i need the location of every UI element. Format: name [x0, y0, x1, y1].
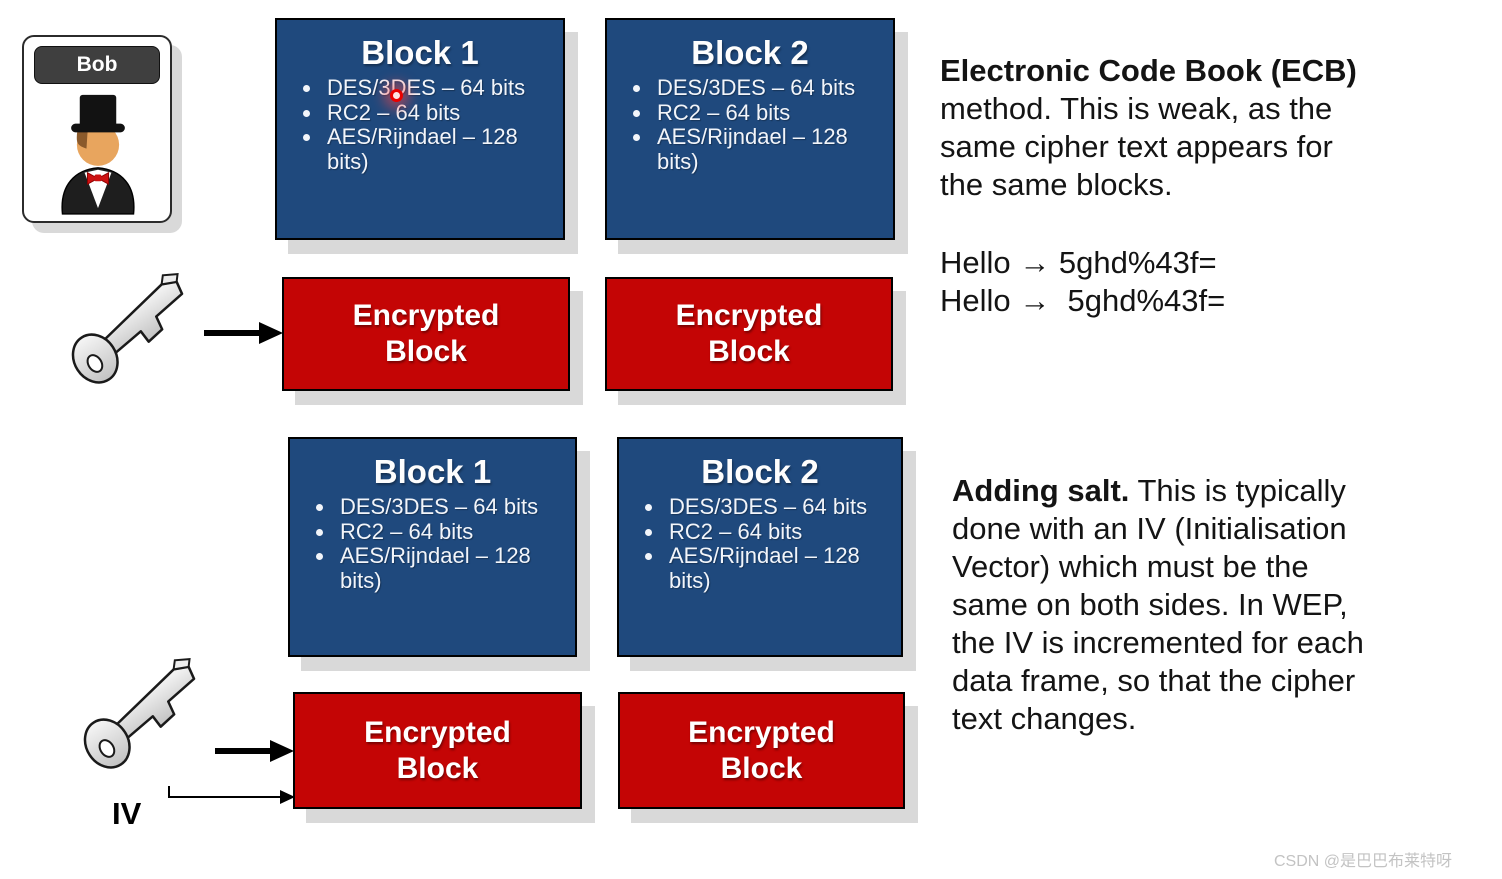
- iv-label: IV: [112, 796, 142, 831]
- encrypted-block-label: Encrypted Block: [364, 715, 511, 785]
- cipher-bullet-list: DES/3DES – 64 bits RC2 – 64 bits AES/Rij…: [619, 494, 901, 593]
- block-title: Block 1: [361, 34, 479, 71]
- bob-name-label: Bob: [34, 46, 160, 84]
- encrypted-block-3: Encrypted Block: [293, 692, 582, 809]
- encrypted-block-2: Encrypted Block: [605, 277, 893, 391]
- salt-line: same on both sides. In WEP,: [952, 587, 1348, 622]
- salt-line: the IV is incremented for each: [952, 625, 1364, 660]
- ecb-title: Electronic Code Book (ECB): [940, 53, 1357, 88]
- encrypted-block-4: Encrypted Block: [618, 692, 905, 809]
- bullet-item: RC2 – 64 bits: [336, 519, 569, 545]
- bullet-item: RC2 – 64 bits: [323, 100, 557, 126]
- block-title: Block 2: [691, 34, 809, 71]
- block2-top: Block 2 DES/3DES – 64 bits RC2 – 64 bits…: [605, 18, 895, 240]
- hello-line: Hello → 5ghd%43f=: [940, 283, 1226, 318]
- key-icon: [71, 272, 184, 384]
- block1-top: Block 1 DES/3DES – 64 bits RC2 – 64 bits…: [275, 18, 565, 240]
- bullet-item: DES/3DES – 64 bits: [323, 75, 557, 101]
- hello-example: Hello → 5ghd%43f= Hello → 5ghd%43f=: [940, 244, 1490, 320]
- block-title: Block 1: [373, 453, 492, 490]
- cipher-bullet-list: DES/3DES – 64 bits RC2 – 64 bits AES/Rij…: [277, 75, 563, 174]
- iv-connector-arrow: [168, 786, 295, 804]
- hello-line: Hello → 5ghd%43f=: [940, 245, 1217, 280]
- encrypted-block-label: Encrypted Block: [675, 299, 823, 368]
- bullet-item: RC2 – 64 bits: [665, 519, 895, 545]
- ecb-line: the same blocks.: [940, 167, 1173, 202]
- block2-bottom: Block 2 DES/3DES – 64 bits RC2 – 64 bits…: [617, 437, 903, 657]
- salt-paragraph: Adding salt. This is typically done with…: [952, 472, 1497, 738]
- red-glow-cursor-dot: [390, 89, 403, 102]
- encrypted-block-label: Encrypted Block: [688, 715, 835, 785]
- encrypted-block-1: Encrypted Block: [282, 277, 570, 391]
- watermark: CSDN @是巴巴布莱特呀: [1274, 853, 1453, 870]
- bullet-item: DES/3DES – 64 bits: [336, 494, 569, 520]
- salt-line: done with an IV (Initialisation: [952, 511, 1347, 546]
- cipher-bullet-list: DES/3DES – 64 bits RC2 – 64 bits AES/Rij…: [607, 75, 893, 174]
- salt-line: Vector) which must be the: [952, 549, 1309, 584]
- cipher-bullet-list: DES/3DES – 64 bits RC2 – 64 bits AES/Rij…: [290, 494, 575, 593]
- bob-card: Bob: [22, 35, 172, 223]
- block-title: Block 2: [701, 453, 819, 490]
- salt-line: text changes.: [952, 701, 1137, 736]
- bullet-item: AES/Rijndael – 128 bits): [665, 543, 895, 593]
- bullet-item: AES/Rijndael – 128 bits): [653, 124, 887, 174]
- encrypted-block-label: Encrypted Block: [352, 299, 500, 368]
- salt-title-line: Adding salt. This is typically: [952, 472, 1497, 510]
- bullet-item: AES/Rijndael – 128 bits): [323, 124, 557, 174]
- arrow-right-icon: [204, 322, 283, 344]
- bullet-item: DES/3DES – 64 bits: [665, 494, 895, 520]
- bullet-item: RC2 – 64 bits: [653, 100, 887, 126]
- block1-bottom: Block 1 DES/3DES – 64 bits RC2 – 64 bits…: [288, 437, 577, 657]
- bullet-item: AES/Rijndael – 128 bits): [336, 543, 569, 593]
- salt-title-rest: This is typically: [1129, 473, 1346, 508]
- person-avatar-icon: [61, 94, 135, 215]
- salt-line: data frame, so that the cipher: [952, 663, 1356, 698]
- arrow-right-icon: [215, 740, 294, 762]
- ecb-paragraph: Electronic Code Book (ECB) method. This …: [940, 52, 1490, 320]
- ecb-line: same cipher text appears for: [940, 129, 1333, 164]
- salt-title: Adding salt.: [952, 473, 1130, 508]
- key-icon: [83, 657, 196, 769]
- bullet-item: DES/3DES – 64 bits: [653, 75, 887, 101]
- ecb-line: method. This is weak, as the: [940, 91, 1333, 126]
